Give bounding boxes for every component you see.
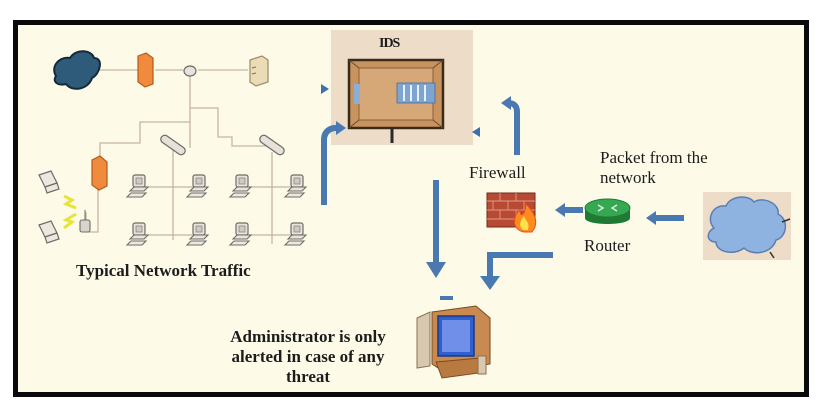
- ids-device: [331, 30, 473, 145]
- arrow-head-icon: [555, 203, 565, 217]
- core-switch-icon: [183, 65, 197, 77]
- workstation-icon: [186, 174, 209, 198]
- admin-label-line1: Administrator is only: [230, 327, 386, 346]
- server-icon: [249, 55, 269, 87]
- admin-label: Administrator is only alerted in case of…: [198, 327, 418, 387]
- workstation-icon: [229, 174, 252, 198]
- brick-firewall-icon: [486, 192, 537, 233]
- laptop-icon: [38, 220, 60, 244]
- packet-label: Packet from the network: [600, 148, 708, 188]
- lan-firewall-icon: [137, 52, 154, 88]
- laptop-icon: [38, 170, 60, 194]
- network-cloud-icon: [703, 192, 791, 260]
- arrow-head-icon: [336, 121, 346, 135]
- admin-computer-icon: [416, 296, 491, 379]
- admin-label-line2: alerted in case of any: [231, 347, 385, 366]
- workstation-icon: [186, 222, 209, 246]
- access-point-icon: [79, 210, 91, 233]
- ids-input-marker-icon: [472, 127, 480, 137]
- router-label: Router: [584, 236, 631, 255]
- wireless-link-icon: [62, 194, 77, 210]
- packet-label-line2: network: [600, 168, 656, 187]
- network-traffic-label: Typical Network Traffic: [76, 261, 251, 280]
- workstation-icon: [284, 222, 307, 246]
- arrow-head-icon: [426, 262, 446, 278]
- workstation-icon: [284, 174, 307, 198]
- admin-label-line3: threat: [285, 367, 331, 386]
- workstation-icon: [126, 174, 149, 198]
- ids-label: IDS: [379, 36, 400, 51]
- internet-cloud-icon: [53, 50, 101, 90]
- arrow-heads: [336, 96, 656, 290]
- arrow-head-icon: [501, 96, 511, 110]
- packet-label-line1: Packet from the: [600, 148, 708, 167]
- wireless-link-icon: [62, 212, 77, 230]
- arrow-head-icon: [646, 211, 656, 225]
- firewall-label: Firewall: [469, 163, 526, 182]
- network-links: [85, 69, 296, 244]
- router-icon: [584, 198, 631, 224]
- workstation-icon: [229, 222, 252, 246]
- arrow-head-icon: [480, 276, 500, 290]
- ids-input-marker-icon: [321, 84, 329, 94]
- edge-firewall-icon: [91, 155, 108, 191]
- workstation-icon: [126, 222, 149, 246]
